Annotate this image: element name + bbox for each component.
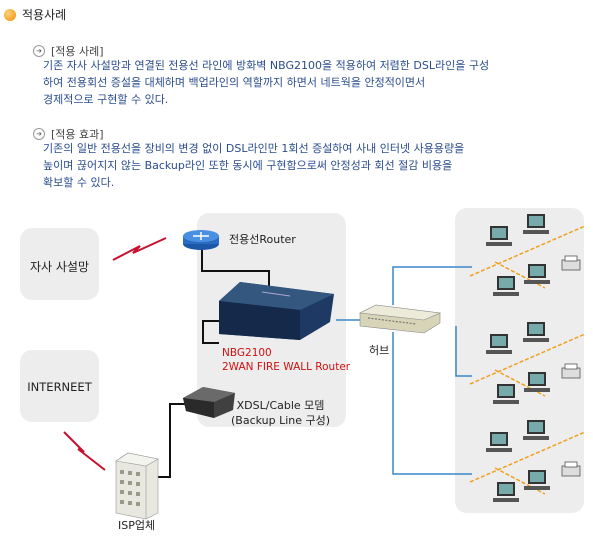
isp-link-line — [158, 403, 190, 478]
router-label: 전용선Router — [229, 233, 296, 246]
isp-label: ISP업체 — [118, 519, 156, 532]
computer-icon — [486, 226, 512, 246]
lan-link-line — [392, 332, 472, 475]
lan-group — [469, 322, 586, 404]
computer-icon — [524, 470, 550, 490]
computer-icon — [523, 214, 549, 234]
lan-group — [469, 420, 586, 502]
lan-group — [469, 214, 586, 296]
nbg2100-router-icon — [219, 282, 334, 340]
section-case-body: 기존 자사 사설망과 연결된 전용선 라인에 방화벽 NBG2100을 적용하여… — [43, 59, 490, 106]
arrow-right-icon: ➔ — [33, 128, 45, 140]
router-link-line — [201, 249, 270, 293]
page-title: 적용사례 — [22, 8, 67, 22]
modem-icon — [183, 387, 235, 418]
router-icon — [183, 230, 219, 250]
lan-link-line — [455, 326, 472, 377]
isp-building-icon — [115, 452, 159, 520]
section-effect-body: 기존의 일반 전용선을 장비의 변경 없이 DSL라인만 1회선 증설하여 사내… — [43, 142, 465, 189]
computer-icon — [493, 482, 519, 502]
lightning-icon — [63, 431, 106, 471]
computer-icon — [523, 322, 549, 342]
computer-icon — [523, 420, 549, 440]
printer-icon — [561, 461, 581, 477]
lightning-icon — [112, 237, 167, 261]
computer-icon — [524, 264, 550, 284]
internet-box — [20, 350, 99, 422]
modem-link-line — [202, 320, 223, 344]
computer-icon — [486, 432, 512, 452]
arrow-right-icon: ➔ — [33, 45, 45, 57]
modem-label: XDSL/Cable 모뎀 (Backup Line 구성) — [231, 399, 331, 427]
page-header: 적용사례 — [4, 6, 66, 23]
computer-icon — [493, 384, 519, 404]
section-case-heading: ➔ [적용 사례] — [33, 43, 104, 59]
hub-icon — [358, 304, 442, 334]
computer-icon — [486, 334, 512, 354]
internet-label: INTERNEET — [27, 380, 92, 394]
printer-icon — [561, 363, 581, 379]
private-network-box — [20, 228, 99, 300]
printer-icon — [561, 255, 581, 271]
computer-icon — [493, 276, 519, 296]
computer-icon — [524, 372, 550, 392]
lan-clients-box — [455, 208, 584, 513]
private-network-label: 자사 사설망 — [29, 260, 89, 274]
nbg2100-label: NBG2100 2WAN FIRE WALL Router — [222, 347, 351, 373]
section-effect-heading: ➔ [적용 효과] — [33, 126, 104, 142]
hub-label: 허브 — [369, 344, 390, 357]
lan-link-line — [392, 266, 472, 305]
bullet-circle-icon — [4, 8, 16, 21]
